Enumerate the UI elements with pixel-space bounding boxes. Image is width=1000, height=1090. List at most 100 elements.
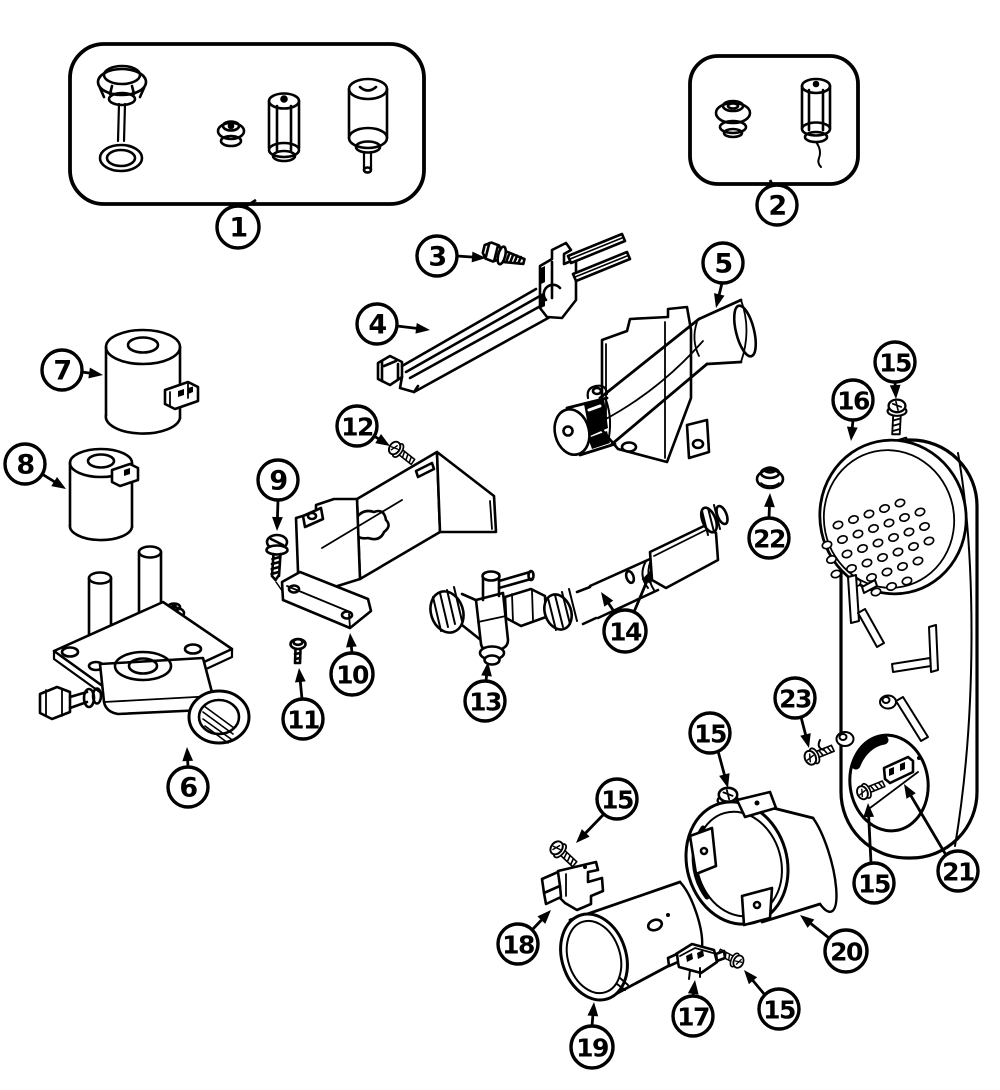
clip-bracket-18 <box>540 860 605 912</box>
leader-arrowhead <box>294 668 306 683</box>
callout-balloon <box>936 849 980 893</box>
hex-spud <box>267 92 301 163</box>
callout-balloon <box>40 348 84 392</box>
callout-balloon <box>671 994 715 1038</box>
callout-23: 23 <box>773 676 817 748</box>
leader-arrowhead <box>88 367 103 379</box>
leader-arrowhead <box>576 829 590 843</box>
callout-13: 13 <box>463 662 507 723</box>
grommet <box>714 99 752 139</box>
callout-number: 7 <box>53 356 70 387</box>
callout-1: 1 <box>215 198 261 250</box>
valve-handle <box>481 569 535 602</box>
callout-21: 21 <box>904 784 980 893</box>
callout-number: 17 <box>677 1003 709 1032</box>
hex-spud-with-pin <box>800 77 832 168</box>
callout-balloon <box>496 922 540 966</box>
callout-balloon <box>773 676 817 720</box>
burner-cover-16 <box>817 436 979 860</box>
callout-balloon <box>3 442 47 486</box>
solenoid-coil-8 <box>68 447 140 542</box>
callout-3: 3 <box>415 234 486 278</box>
callouts-layer: 1234567891011121314151622231521151815191… <box>3 179 980 1070</box>
leader-arrowhead <box>537 910 551 924</box>
callout-20: 20 <box>800 915 869 974</box>
small-grommet <box>216 120 246 148</box>
parts-kit-box-2 <box>688 54 860 186</box>
callout-6: 6 <box>166 747 210 809</box>
callout-number: 9 <box>269 466 287 497</box>
callout-balloon <box>701 241 745 285</box>
leader-arrowhead <box>863 803 875 818</box>
leader-arrowhead <box>415 322 430 334</box>
plug-22 <box>755 466 785 490</box>
leader-arrowhead <box>719 773 730 788</box>
callout-number: 11 <box>287 706 319 735</box>
callout-number: 10 <box>336 661 369 690</box>
callout-7: 7 <box>40 348 103 392</box>
callout-balloon <box>329 651 375 697</box>
callout-balloon <box>852 861 896 905</box>
callout-balloon <box>215 204 261 250</box>
callout-balloon <box>256 458 300 502</box>
callout-number: 8 <box>16 450 34 481</box>
leader-arrowhead <box>904 784 916 799</box>
vent-holes <box>821 498 935 597</box>
igniter <box>553 384 617 457</box>
screw-15-bracket <box>546 836 582 871</box>
callout-11: 11 <box>281 668 325 741</box>
leader-arrowhead <box>744 970 758 985</box>
callout-15-14: 15 <box>873 340 917 399</box>
leader-arrowhead <box>375 434 390 446</box>
callout-balloon <box>569 1024 615 1070</box>
callout-balloon <box>831 378 875 422</box>
burner-cone-19 <box>559 880 704 1002</box>
shutoff-valve-13 <box>429 569 548 666</box>
leader-arrowhead <box>641 569 652 584</box>
callout-number: 15 <box>694 720 726 749</box>
leader-arrowhead <box>889 384 901 399</box>
callout-number: 23 <box>779 685 811 714</box>
mounting-bracket-10 <box>280 450 498 630</box>
callout-number: 16 <box>837 387 870 416</box>
leader-arrowhead <box>764 493 775 508</box>
callout-number: 4 <box>368 310 386 341</box>
leader-arrowhead <box>846 426 858 441</box>
callout-18: 18 <box>496 910 551 966</box>
callout-15-20: 15 <box>852 803 896 905</box>
callout-8: 8 <box>3 442 66 489</box>
callout-15-22: 15 <box>576 777 639 843</box>
callout-number: 15 <box>879 349 911 378</box>
callout-balloon <box>595 777 639 821</box>
leader-arrowhead <box>714 293 725 308</box>
callout-balloon <box>463 679 507 723</box>
leader-line <box>244 198 257 209</box>
leader-arrowhead <box>800 733 811 748</box>
burner-housing-20 <box>684 790 838 927</box>
leader-arrowhead <box>481 662 492 677</box>
callout-16: 16 <box>831 378 875 441</box>
callout-balloon <box>747 516 791 560</box>
callout-number: 19 <box>576 1034 608 1063</box>
leader-arrowhead <box>587 1002 599 1017</box>
callout-5: 5 <box>701 241 745 308</box>
callout-balloon <box>755 183 799 227</box>
callout-number: 15 <box>763 996 795 1025</box>
callout-4: 4 <box>355 302 430 346</box>
callout-9: 9 <box>256 458 300 531</box>
leader-arrowhead <box>272 516 283 531</box>
screw-9 <box>265 533 291 603</box>
callout-2: 2 <box>755 179 799 227</box>
callout-balloon <box>873 340 917 384</box>
screw-11 <box>289 637 307 665</box>
callout-number: 1 <box>229 213 246 244</box>
igniter-clip-21 <box>882 755 915 785</box>
callout-number: 12 <box>341 413 373 442</box>
parts-kit-box-1 <box>68 42 426 206</box>
solenoid-coil-7 <box>104 328 200 435</box>
callout-number: 20 <box>830 938 863 967</box>
callout-15-25: 15 <box>744 970 801 1031</box>
callout-number: 15 <box>601 786 633 815</box>
leader-line <box>907 791 948 856</box>
